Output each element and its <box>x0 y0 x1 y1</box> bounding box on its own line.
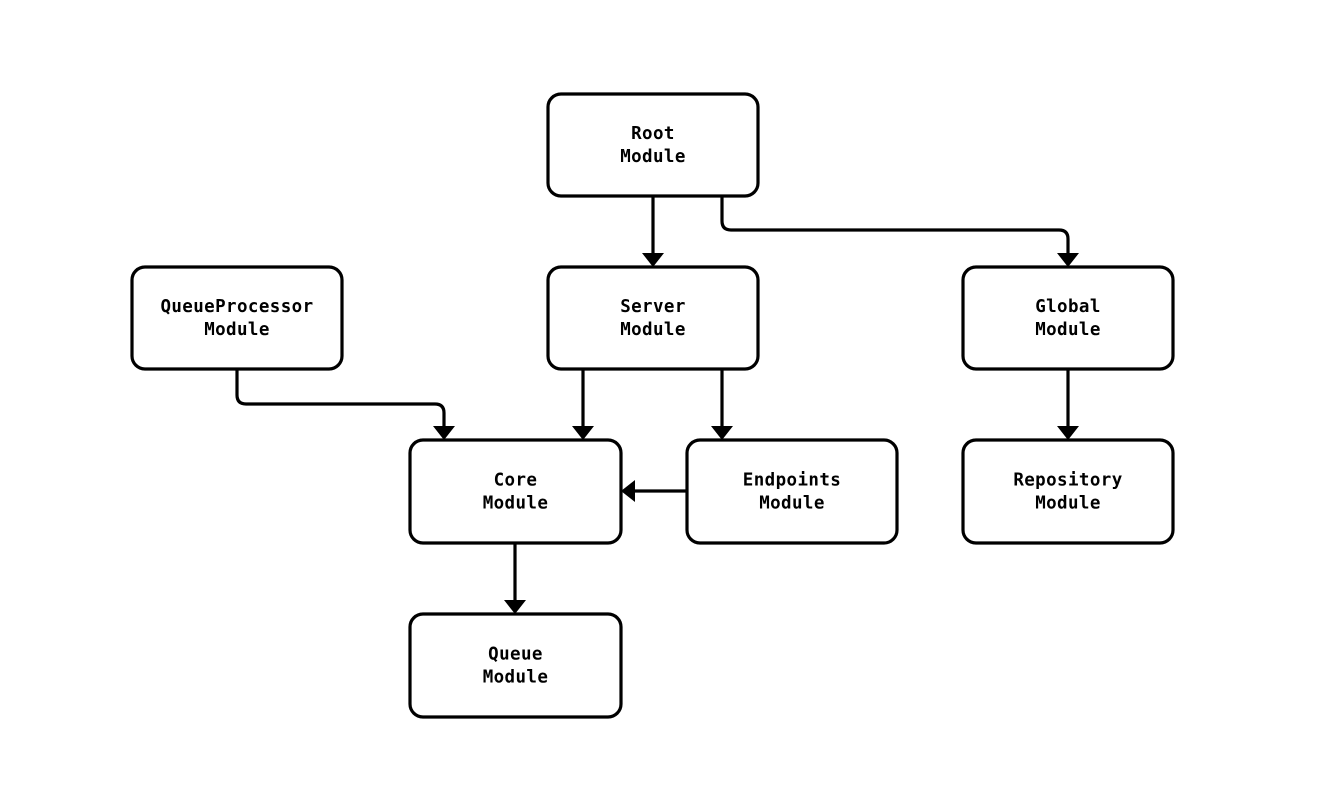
node-label-line1-endpoints: Endpoints <box>743 471 841 491</box>
node-label-line2-queueprocessor: Module <box>204 320 270 340</box>
arrowhead-icon-queueprocessor-to-core <box>433 426 455 440</box>
edge-endpoints-to-core <box>621 480 687 502</box>
edges-layer <box>235 196 1079 614</box>
node-label-line1-server: Server <box>620 297 686 317</box>
node-label-line2-server: Module <box>620 320 686 340</box>
node-label-line1-global: Global <box>1035 297 1101 317</box>
node-label-line2-repository: Module <box>1035 494 1101 514</box>
node-box-queue[interactable] <box>408 612 623 719</box>
node-box-server[interactable] <box>546 265 760 371</box>
arrowhead-icon-server-to-endpoints <box>711 426 733 440</box>
arrowhead-icon-core-to-queue <box>504 600 526 614</box>
node-label-line2-root: Module <box>620 147 686 167</box>
arrowhead-icon-endpoints-to-core <box>621 480 635 502</box>
edge-server-to-core <box>572 369 594 440</box>
edge-root-to-global <box>720 196 1079 267</box>
node-label-line2-endpoints: Module <box>759 494 825 514</box>
node-label-line1-repository: Repository <box>1013 471 1122 491</box>
edge-line-root-to-global <box>720 196 1070 256</box>
node-label-line2-core: Module <box>483 494 549 514</box>
edge-core-to-queue <box>504 543 526 614</box>
node-label-line1-root: Root <box>631 124 675 144</box>
node-box-root[interactable] <box>546 92 760 198</box>
arrowhead-icon-root-to-global <box>1057 253 1079 267</box>
edge-global-to-repository <box>1057 369 1079 440</box>
node-box-repository[interactable] <box>961 438 1175 545</box>
nodes-layer: RootModuleQueueProcessorModuleServerModu… <box>130 92 1175 719</box>
edge-root-to-server <box>642 196 664 267</box>
node-box-core[interactable] <box>408 438 623 545</box>
edge-queueprocessor-to-core <box>235 369 455 440</box>
arrowhead-icon-root-to-server <box>642 253 664 267</box>
node-label-line1-core: Core <box>494 471 538 491</box>
node-box-global[interactable] <box>961 265 1175 371</box>
node-box-endpoints[interactable] <box>685 438 899 545</box>
arrowhead-icon-global-to-repository <box>1057 426 1079 440</box>
arrowhead-icon-server-to-core <box>572 426 594 440</box>
node-box-queueprocessor[interactable] <box>130 265 344 371</box>
edge-server-to-endpoints <box>711 369 733 440</box>
edge-line-queueprocessor-to-core <box>235 369 446 429</box>
node-label-line2-global: Module <box>1035 320 1101 340</box>
node-label-line1-queue: Queue <box>488 645 543 665</box>
node-label-line2-queue: Module <box>483 668 549 688</box>
node-label-line1-queueprocessor: QueueProcessor <box>160 297 313 317</box>
